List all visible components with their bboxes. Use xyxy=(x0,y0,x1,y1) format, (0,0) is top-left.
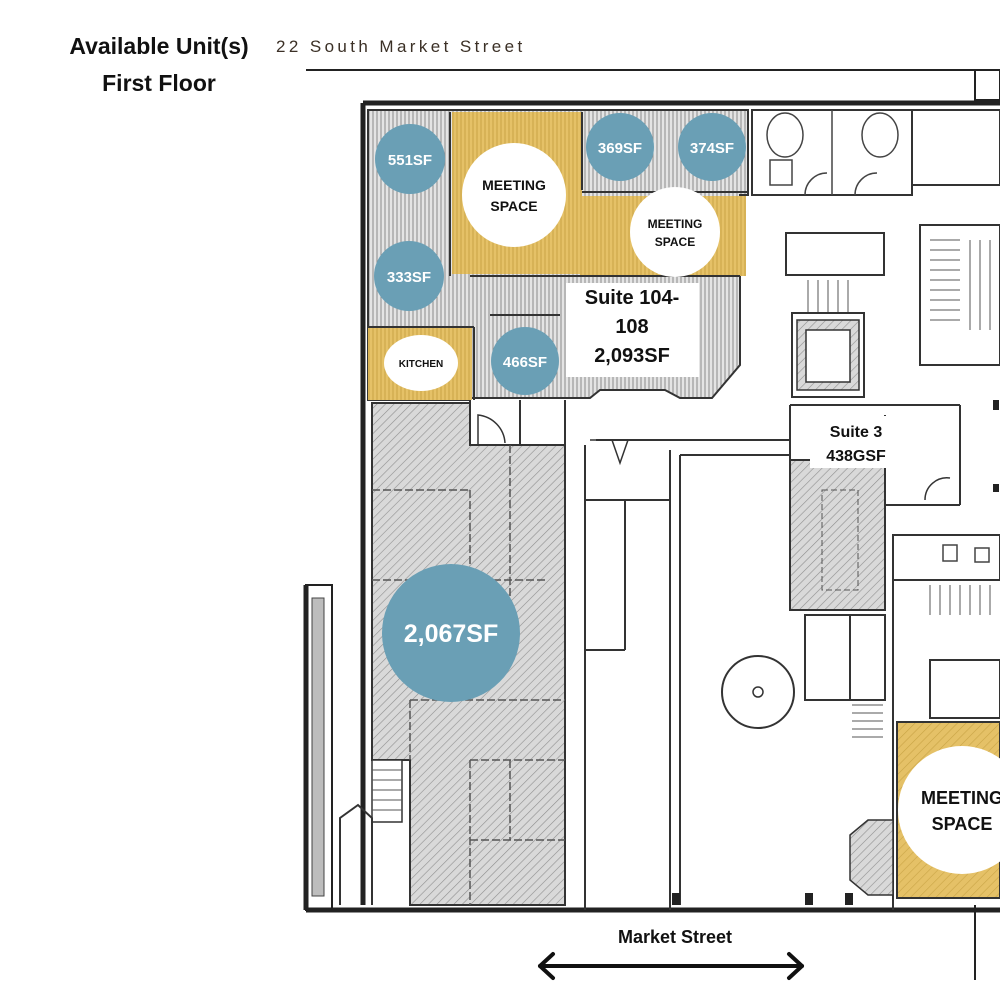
suite-104-line2: 108 xyxy=(615,316,648,338)
room-bubble xyxy=(462,143,566,247)
unit-bubble xyxy=(374,241,444,311)
kitchen[interactable]: KITCHEN xyxy=(384,335,458,391)
street-label: Market Street xyxy=(618,927,732,947)
unit-bubble xyxy=(491,327,559,395)
unit-label: 333SF xyxy=(387,269,431,286)
room-label-line2: SPACE xyxy=(932,814,993,834)
suite-104-area: 2,093SF xyxy=(594,345,670,367)
suite-3-line1: Suite 3 xyxy=(830,424,883,441)
unit-label: 374SF xyxy=(690,140,734,157)
address-label: 22 South Market Street xyxy=(276,37,526,56)
room-label-line2: SPACE xyxy=(655,235,695,249)
suite-3-label: Suite 3 438GSF xyxy=(810,416,902,468)
unit-bubble xyxy=(586,113,654,181)
unit-374[interactable]: 374SF xyxy=(678,113,746,181)
page-title: Available Unit(s) xyxy=(69,33,249,59)
suite-3-area: 438GSF xyxy=(826,448,886,465)
meeting-space-1[interactable]: MEETING SPACE xyxy=(462,143,566,247)
room-label-line1: MEETING xyxy=(648,217,703,231)
unit-label: 2,067SF xyxy=(404,620,499,648)
room-bubble xyxy=(898,746,1000,874)
unit-466[interactable]: 466SF xyxy=(491,327,559,395)
unit-label: 369SF xyxy=(598,140,642,157)
unit-bubble xyxy=(678,113,746,181)
double-arrow-icon xyxy=(538,952,804,980)
suite-104-label: Suite 104- 108 2,093SF xyxy=(566,283,699,377)
unit-2067[interactable]: 2,067SF xyxy=(382,564,520,702)
room-label-line1: MEETING xyxy=(482,177,546,193)
meeting-space-2[interactable]: MEETING SPACE xyxy=(630,187,720,277)
meeting-space-3[interactable]: MEETING SPACE xyxy=(898,746,1000,874)
unit-bubble xyxy=(375,124,445,194)
unit-bubble xyxy=(382,564,520,702)
unit-551[interactable]: 551SF xyxy=(375,124,445,194)
room-label-line1: MEETING xyxy=(921,788,1000,808)
room-label: KITCHEN xyxy=(399,359,443,370)
room-bubble xyxy=(630,187,720,277)
unit-333[interactable]: 333SF xyxy=(374,241,444,311)
room-bubble xyxy=(384,335,458,391)
room-label-line2: SPACE xyxy=(490,198,537,214)
unit-label: 551SF xyxy=(388,152,432,169)
unit-369[interactable]: 369SF xyxy=(586,113,654,181)
unit-label: 466SF xyxy=(503,354,547,371)
floor-subtitle: First Floor xyxy=(102,70,216,96)
suite-104-line1: Suite 104- xyxy=(585,287,679,309)
